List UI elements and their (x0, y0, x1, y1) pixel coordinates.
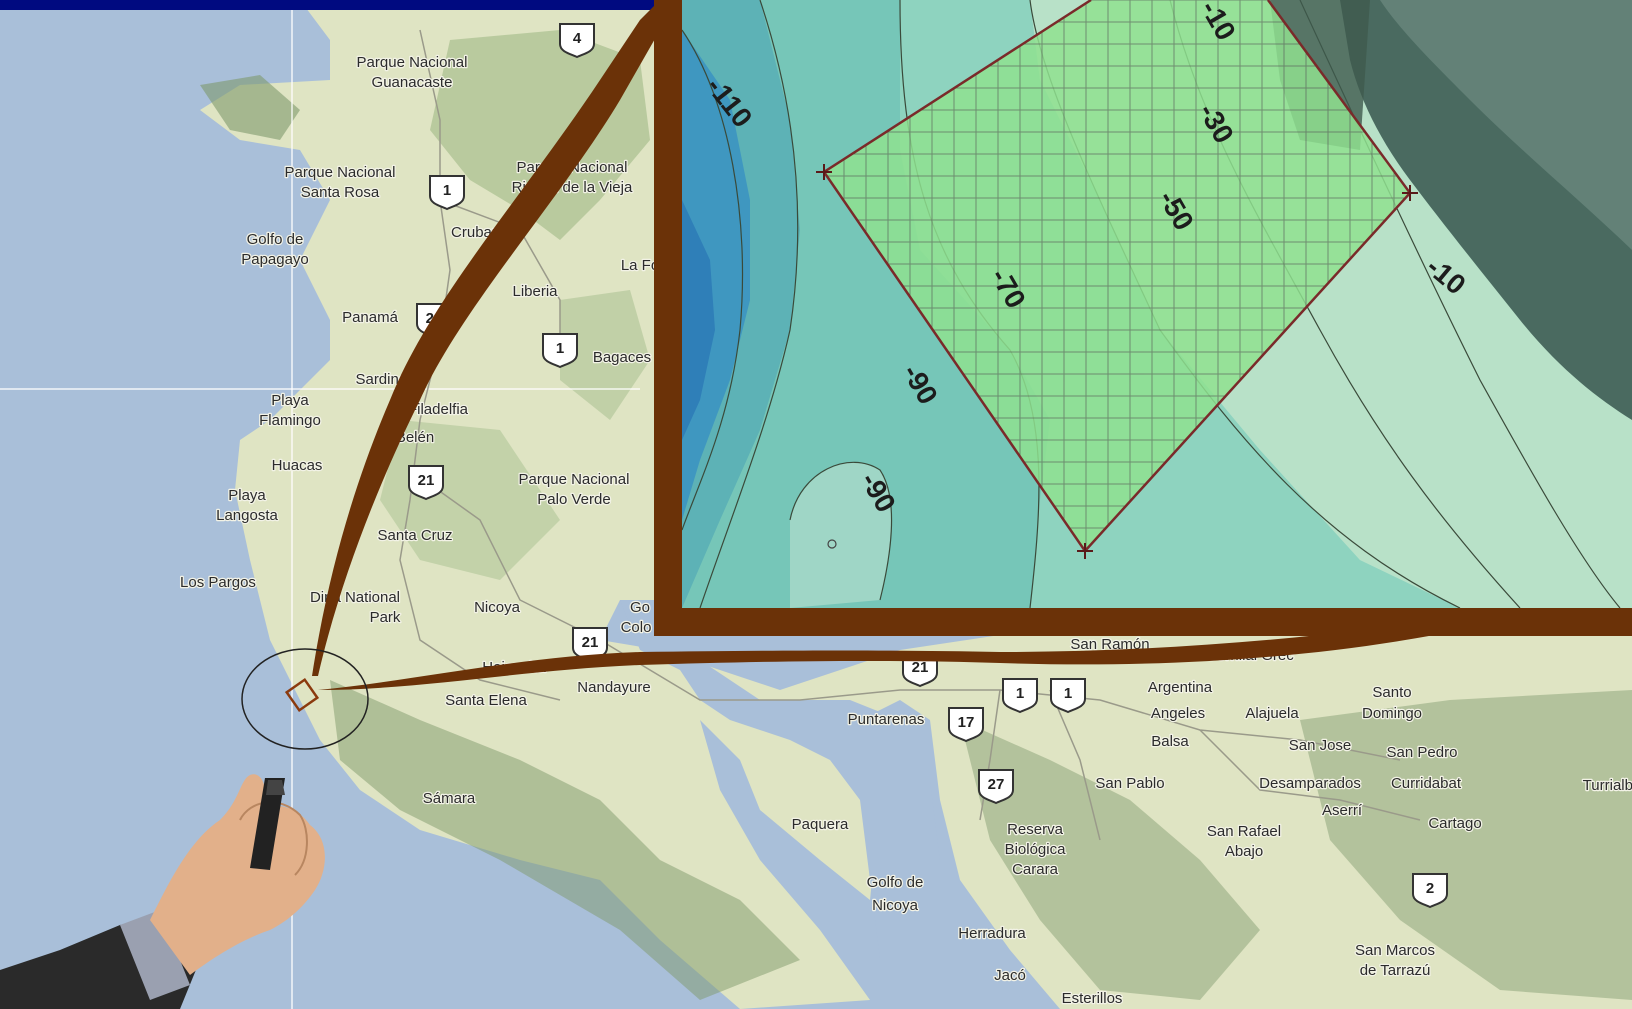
place-label: Desamparados (1259, 775, 1361, 792)
site-ellipse (241, 648, 369, 750)
place-label: Jacó (994, 967, 1026, 984)
place-label: Los Pargos (180, 574, 256, 591)
place-label: Santo (1372, 684, 1411, 701)
route-shield-number: 1 (1016, 685, 1024, 702)
route-shield-number: 4 (573, 30, 582, 47)
route-shield: 4 (559, 23, 595, 59)
place-label: Turrialba (1583, 777, 1632, 794)
route-shield-number: 17 (958, 714, 975, 731)
place-label: San Jose (1289, 737, 1352, 754)
place-label: Balsa (1151, 733, 1189, 750)
route-shield: 1 (1050, 678, 1086, 714)
route-shield: 1 (429, 175, 465, 211)
place-label: Filadelfia (408, 401, 469, 418)
route-shield: 1 (542, 333, 578, 369)
place-label: Park (370, 609, 401, 626)
route-shield-number: 21 (418, 472, 435, 489)
place-label: Huacas (272, 457, 323, 474)
route-shield: 2 (1412, 873, 1448, 909)
place-label: Colo (621, 619, 652, 636)
route-shield: 21 (408, 465, 444, 501)
place-label: Paquera (792, 816, 849, 833)
place-label: Nandayure (577, 679, 650, 696)
place-label: Angeles (1151, 705, 1205, 722)
place-label: Diriá National (310, 589, 400, 606)
place-label: Parque Nacional (357, 54, 468, 71)
place-label: Golfo de (247, 231, 304, 248)
place-label: Carara (1012, 861, 1059, 878)
place-label: San Pablo (1095, 775, 1164, 792)
place-label: Herradura (958, 925, 1026, 942)
place-label: Domingo (1362, 705, 1422, 722)
route-shield-number: 27 (988, 776, 1005, 793)
place-label: Abajo (1225, 843, 1263, 860)
gulf-of-nicoya-water (620, 600, 1030, 1009)
site-marker[interactable] (284, 677, 320, 713)
route-shield: 17 (948, 707, 984, 743)
route-shield: 27 (978, 769, 1014, 805)
place-label: Panamá (342, 309, 399, 326)
place-label: Argentina (1148, 679, 1213, 696)
land (200, 0, 1632, 1009)
place-label: Biológica (1005, 841, 1067, 858)
place-label: Cartago (1428, 815, 1481, 832)
hand-with-pen-illustration (0, 774, 325, 1009)
route-shield-number: 2 (1426, 880, 1434, 897)
place-label: Golfo de (867, 874, 924, 891)
place-label: Playa (228, 487, 266, 504)
place-label: Go (630, 599, 650, 616)
place-label: Alajuela (1245, 705, 1299, 722)
place-label: Flamingo (259, 412, 321, 429)
place-label: San Pedro (1387, 744, 1458, 761)
place-label: Liberia (512, 283, 558, 300)
place-label: de Tarrazú (1360, 962, 1431, 979)
route-shield: 1 (1002, 678, 1038, 714)
place-label: Esterillos (1062, 990, 1123, 1007)
place-label: Santa Rosa (301, 184, 380, 201)
route-shields: 412112121211117272 (408, 23, 1448, 909)
route-shield-number: 1 (443, 182, 451, 199)
place-label: Papagayo (241, 251, 309, 268)
place-label: Belén (396, 429, 434, 446)
route-shield-number: 1 (556, 340, 564, 357)
place-label: Nicoya (872, 897, 919, 914)
place-label: Santa Cruz (377, 527, 452, 544)
route-shield-number: 21 (582, 634, 599, 651)
place-label: Parque Nacional (285, 164, 396, 181)
place-label: Bagaces (593, 349, 651, 366)
place-label: Sámara (423, 790, 476, 807)
route-shield: 21 (572, 627, 608, 663)
top-title-bar (0, 0, 660, 10)
place-label: Reserva (1007, 821, 1064, 838)
place-label: La Fo (621, 257, 659, 274)
place-label: Aserrí (1322, 802, 1363, 819)
place-label: Langosta (216, 507, 278, 524)
route-shield-number: 1 (1064, 685, 1072, 702)
roads (399, 29, 1421, 841)
place-label: Curridabat (1391, 775, 1462, 792)
place-label: Puntarenas (848, 711, 925, 728)
place-label: Palo Verde (537, 491, 610, 508)
place-label: Nicoya (474, 599, 521, 616)
place-label: Guanacaste (372, 74, 453, 91)
place-label: Playa (271, 392, 309, 409)
place-label: San Rafael (1207, 823, 1281, 840)
place-label: San Marcos (1355, 942, 1435, 959)
place-label: Parque Nacional (519, 471, 630, 488)
place-label: Santa Elena (445, 692, 527, 709)
bathymetry-inset[interactable]: -110-10-30-50-70-90-90-10 (682, 0, 1632, 608)
route-shield-number: 21 (912, 659, 929, 676)
